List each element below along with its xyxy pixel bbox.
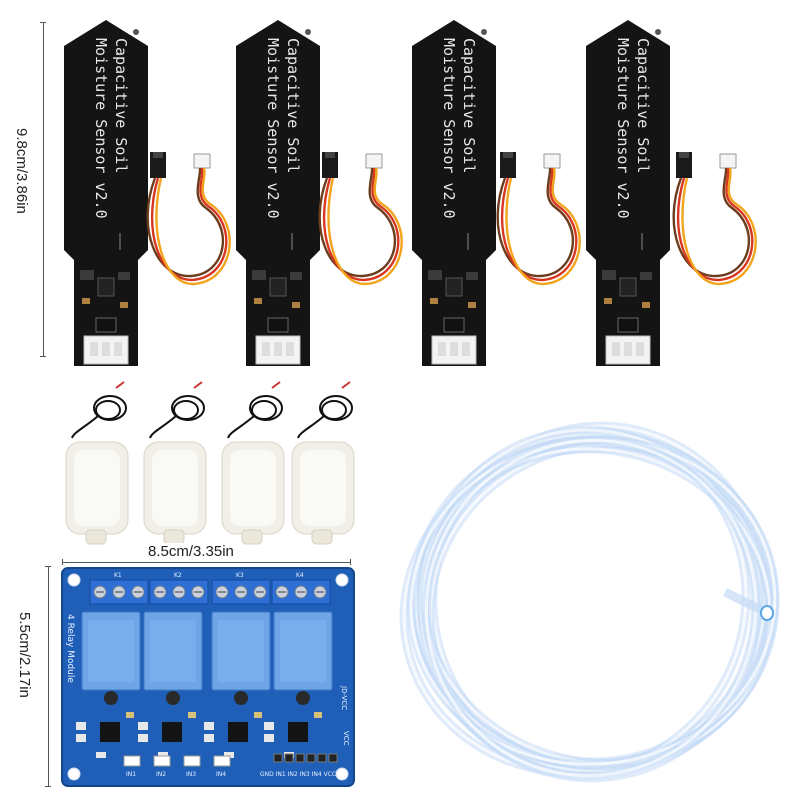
input-label: IN3 <box>186 771 196 778</box>
mini-water-pump-icon <box>143 381 207 545</box>
mini-water-pump-icon <box>291 381 355 545</box>
mini-water-pump <box>290 380 360 550</box>
sensor-label-line1: Capacitive Soil <box>634 38 652 173</box>
soil-moisture-sensor: Capacitive Soil Moisture Sensor v2.0 <box>230 18 326 370</box>
relay-cube <box>81 611 141 705</box>
relay-module-icon: K1 K2 K3 K4 4 Relay Module JD-VCC VCC GND I… <box>61 567 355 787</box>
jumper-cable <box>146 148 236 298</box>
relay-cube <box>143 611 203 705</box>
input-label: IN4 <box>216 771 226 778</box>
relay-mark: K1 <box>114 572 122 579</box>
mini-water-pump-icon <box>221 381 285 545</box>
board-label: 4 Relay Module <box>65 614 75 683</box>
jumper-cable-icon <box>672 152 757 286</box>
sensor-label-line2: Moisture Sensor v2.0 <box>614 38 632 219</box>
sensor-label-line2: Moisture Sensor v2.0 <box>264 38 282 219</box>
jumper-cable <box>496 148 586 298</box>
mini-water-pump-icon <box>65 381 129 545</box>
relay-cube <box>273 611 333 705</box>
relay-height-label: 5.5cm/2.17in <box>16 612 33 698</box>
sensor-label-line2: Moisture Sensor v2.0 <box>92 38 110 219</box>
soil-moisture-sensor: Capacitive Soil Moisture Sensor v2.0 <box>580 18 676 370</box>
soil-moisture-sensor-icon: Capacitive Soil Moisture Sensor v2.0 <box>236 20 320 366</box>
tube-end <box>760 605 774 621</box>
input-label: IN1 <box>126 771 136 778</box>
vcc-label: VCC <box>342 731 350 746</box>
screw-terminal: K2 <box>149 572 209 605</box>
mini-water-pump <box>220 380 290 550</box>
sensor-label-line1: Capacitive Soil <box>284 38 302 173</box>
screw-terminal: K3 <box>211 572 271 605</box>
header-label: GND IN1 IN2 IN3 IN4 VCC <box>260 771 336 778</box>
sensor-label-line2: Moisture Sensor v2.0 <box>440 38 458 219</box>
relay-cube <box>211 611 271 705</box>
relay-mark: K2 <box>174 572 182 579</box>
soil-moisture-sensor: Capacitive Soil Moisture Sensor v2.0 <box>406 18 502 370</box>
sensor-label-line1: Capacitive Soil <box>112 38 130 173</box>
silicone-tube-icon <box>399 421 780 783</box>
screw-terminal: K4 <box>271 572 331 605</box>
screw-terminal: K1 <box>89 572 149 605</box>
sensor-label-line1: Capacitive Soil <box>460 38 478 173</box>
soil-moisture-sensor: Capacitive Soil Moisture Sensor v2.0 <box>58 18 154 370</box>
sensor-height-label: 9.8cm/3.86in <box>13 128 30 214</box>
jumper-cable-icon <box>318 152 403 286</box>
jd-vcc-label: JD-VCC <box>340 685 348 710</box>
jumper-cable <box>318 148 408 298</box>
jumper-cable <box>672 148 762 298</box>
tube-coil <box>399 421 780 783</box>
jumper-cable-icon <box>496 152 581 286</box>
jumper-cable-icon <box>146 152 231 286</box>
relay-width-label: 8.5cm/3.35in <box>146 543 236 560</box>
mini-water-pump <box>64 380 134 550</box>
soil-moisture-sensor-icon: Capacitive Soil Moisture Sensor v2.0 <box>412 20 496 366</box>
relay-mark: K3 <box>236 572 244 579</box>
relay-module: K1 K2 K3 K4 4 Relay Module JD-VCC VCC GND I… <box>60 566 360 791</box>
soil-moisture-sensor-icon: Capacitive Soil Moisture Sensor v2.0 <box>64 20 148 366</box>
mini-water-pump <box>142 380 212 550</box>
relay-mark: K4 <box>296 572 304 579</box>
silicone-tube <box>395 412 785 792</box>
soil-moisture-sensor-icon: Capacitive Soil Moisture Sensor v2.0 <box>586 20 670 366</box>
input-label: IN2 <box>156 771 166 778</box>
